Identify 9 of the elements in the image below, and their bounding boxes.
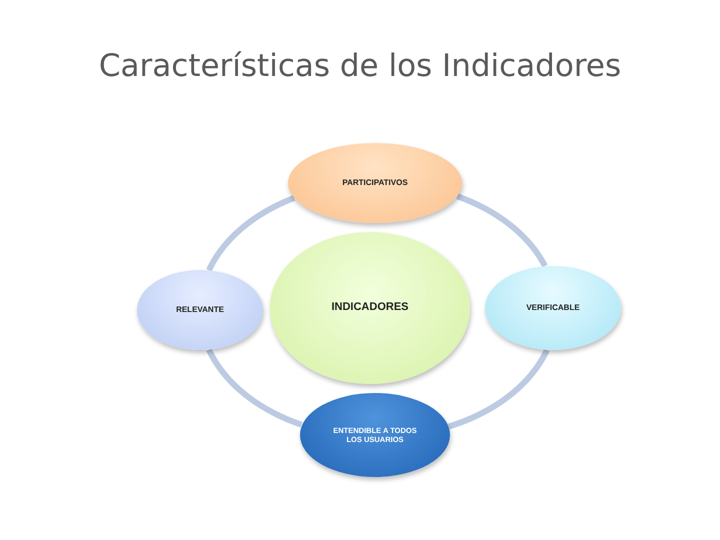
connector-arc: [206, 195, 296, 272]
connector-arc: [456, 194, 548, 268]
connector-arc: [206, 348, 304, 428]
connector-arc: [446, 348, 550, 430]
node-label: VERIFICABLE: [525, 303, 581, 313]
node-label: INDICADORES: [330, 301, 410, 315]
title: Características de los Indicadores: [98, 48, 622, 84]
node-label: RELEVANTE: [175, 305, 225, 315]
node-label: PARTICIPATIVOS: [341, 178, 409, 188]
